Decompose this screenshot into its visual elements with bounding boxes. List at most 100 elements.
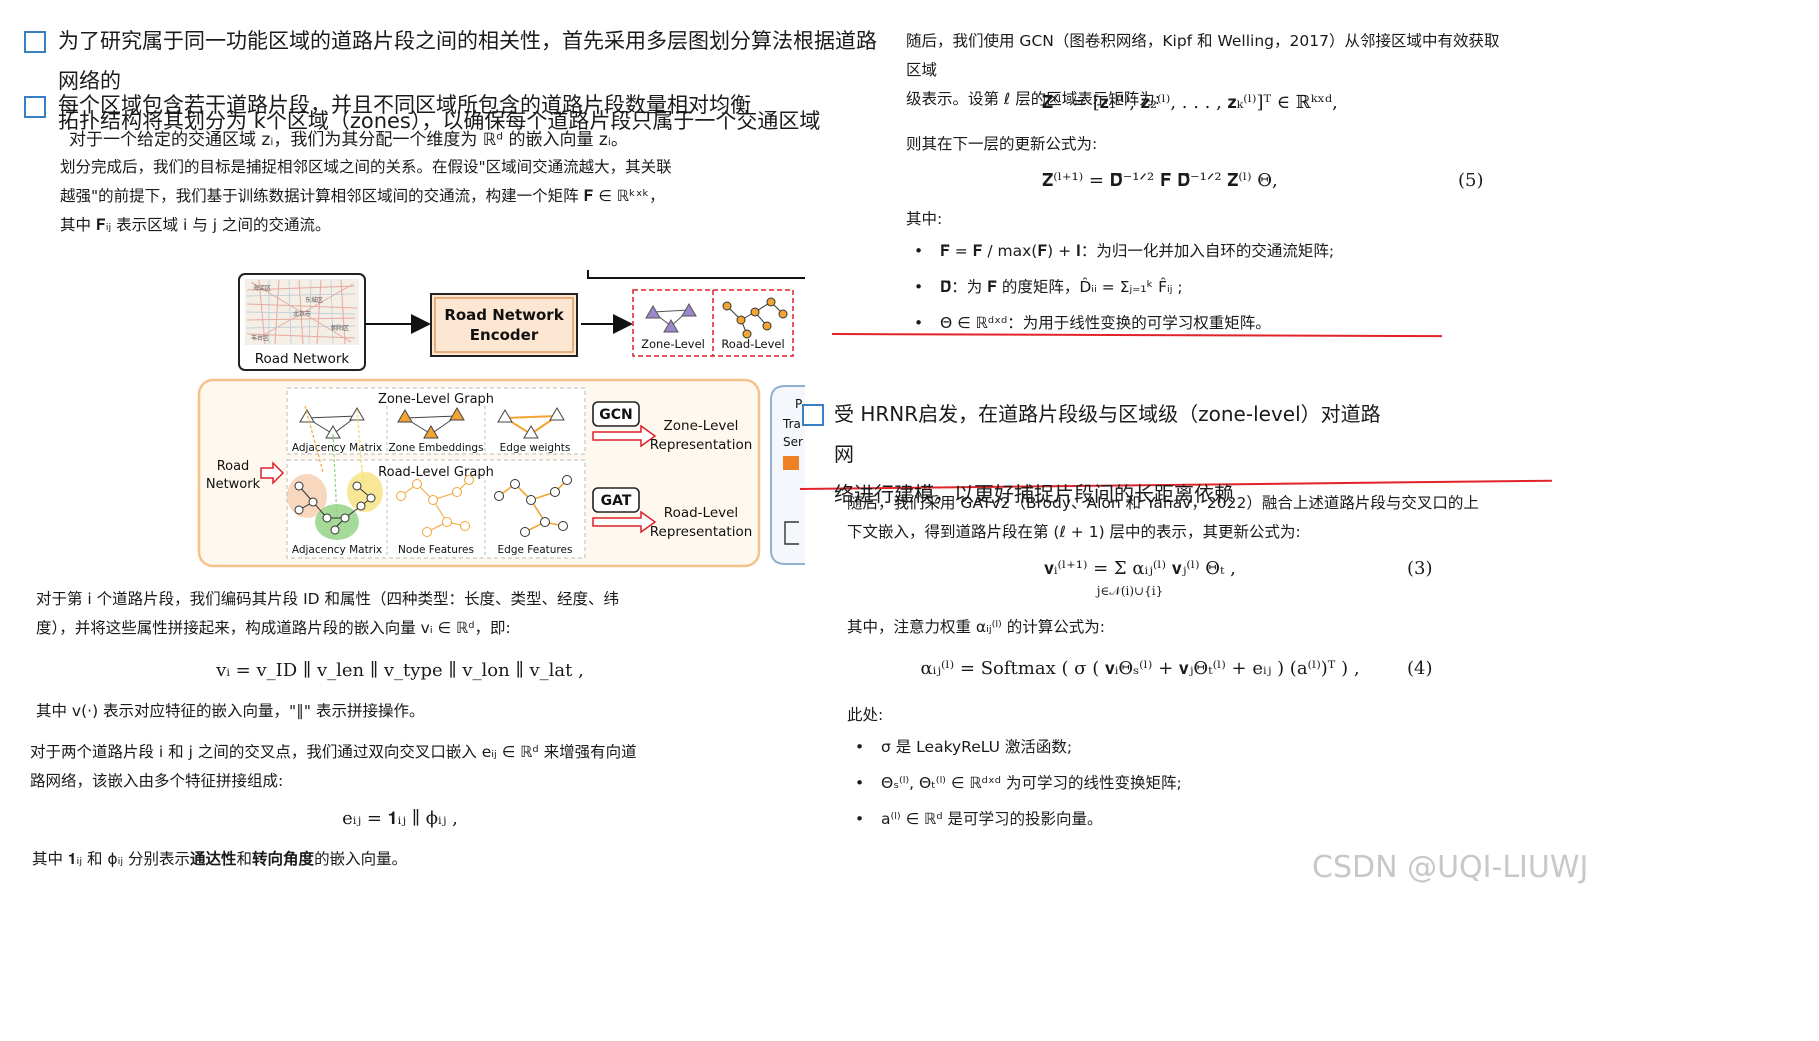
gcn-bullet-3: Θ ∈ ℝᵈˣᵈ：为用于线性变换的可学习权重矩阵。 (906, 305, 1526, 341)
clipped-next-panel: P Tra Ser (770, 385, 805, 565)
gcn-bullet-1: 𝐅̂ = 𝐅 / max(𝐅) + 𝐈：为归一化并加入自环的交通流矩阵; (906, 233, 1526, 269)
map-label-haidian: 海淀区 (253, 284, 271, 292)
zone-level-triangles-icon (645, 303, 697, 333)
zone-graph-box (286, 387, 586, 455)
road-sub-node-features: Node Features (398, 544, 474, 556)
where-label: 其中: (906, 210, 943, 228)
gat-label: GAT (601, 493, 632, 509)
road-network-map: 海淀区 东城区 北京市 丰台区 朝阳区 Road Network (238, 273, 366, 371)
gat-bullet-3: a⁽ˡ⁾ ∈ ℝᵈ 是可学习的投影向量。 (847, 801, 1507, 837)
gat-arrow-icon (592, 510, 657, 534)
equation-3-number: (3) (1407, 558, 1433, 579)
intersection-line-2: 路网络，该嵌入由多个特征拼接组成: (30, 772, 284, 790)
gat-intro-line-1: 随后，我们采用 GATv2（Brody、Alon 和 Yahav，2022）融合… (847, 494, 1479, 512)
clipped-text-1: P (795, 397, 802, 411)
encoder-title-line-1: Road Network (444, 306, 564, 324)
gat-bullets: σ 是 LeakyReLU 激活函数; Θₛ⁽ˡ⁾, Θₜ⁽ˡ⁾ ∈ ℝᵈˣᵈ … (847, 729, 1507, 837)
checkbox-item-1: 为了研究属于同一功能区域的道路片段之间的相关性，首先采用多层图划分算法根据道路网… (58, 21, 878, 141)
segment-line-2: 度），并将这些属性拼接起来，构成道路片段的嵌入向量 vᵢ ∈ ℝᵈ，即: (36, 619, 511, 637)
checkbox-3[interactable] (802, 404, 824, 426)
equation-update: 𝐙⁽ˡ⁺¹⁾ = 𝐃̂⁻¹ᐟ² 𝐅̂ 𝐃̂⁻¹ᐟ² 𝐙⁽ˡ⁾ Θ, (1042, 170, 1278, 191)
road-node-features-graph-icon (396, 475, 474, 537)
gat-bullet-2: Θₛ⁽ˡ⁾, Θₜ⁽ˡ⁾ ∈ ℝᵈˣᵈ 为可学习的线性变换矩阵; (847, 765, 1507, 801)
gcn-intro-line-2: 级表示。设第 ℓ 层的区域表示矩阵为: (906, 90, 1160, 108)
partition-paragraph: 划分完成后，我们的目标是捕捉相邻区域之间的关系。在假设"区域间交通流越大，其关联… (60, 153, 820, 240)
equation-4: αᵢⱼ⁽ˡ⁾ = Softmax ( σ ( 𝐯ᵢΘₛ⁽ˡ⁾ + 𝐯ⱼΘₜ⁽ˡ⁾… (920, 658, 1360, 679)
here-label: 此处: (847, 706, 884, 724)
gcn-bullets: 𝐅̂ = 𝐅 / max(𝐅) + 𝐈：为归一化并加入自环的交通流矩阵; 𝐃̂：… (906, 233, 1526, 341)
zone-sub-adjacency: Adjacency Matrix (292, 442, 382, 454)
equation-3-subscript: j∈𝒩(i)∪{i} (1096, 584, 1164, 598)
segment-paragraph: 对于第 i 个道路片段，我们编码其片段 ID 和属性（四种类型：长度、类型、经度… (36, 585, 806, 643)
last-note-bold-turn-angle: 转向角度 (252, 850, 315, 868)
zone-rep-line-2: Representation (650, 437, 753, 453)
clipped-text-2: Tra (782, 417, 801, 431)
zone-embed-sentence: 对于一个给定的交通区域 zᵢ，我们为其分配一个维度为 ℝᵈ 的嵌入向量 zᵢ。 (69, 130, 628, 150)
zone-graph-title: Zone-Level Graph (378, 392, 494, 407)
csdn-watermark: CSDN @UQI-LIUWJ (1312, 850, 1589, 885)
concat-note: 其中 v(·) 表示对应特征的嵌入向量，"∥" 表示拼接操作。 (36, 702, 425, 720)
checkbox-2[interactable] (24, 96, 46, 118)
map-label-fengtai: 丰台区 (251, 334, 269, 342)
last-note-mid: 和 (236, 850, 253, 868)
checkbox-item-2: 每个区域包含若干道路片段，并且不同区域所包含的道路片段数量相对均衡 (58, 85, 878, 125)
segment-line-1: 对于第 i 个道路片段，我们编码其片段 ID 和属性（四种类型：长度、类型、经度… (36, 590, 620, 608)
encoder-output-box: Zone-Level Road-Level (632, 289, 794, 357)
partition-line-1: 划分完成后，我们的目标是捕捉相邻区域之间的关系。在假设"区域间交通流越大，其关联 (60, 158, 672, 176)
output-zone-level-label: Zone-Level (641, 337, 705, 351)
hrnr-note: 受 HRNR启发，在道路片段级与区域级（zone-level）对道路网 络进行建… (834, 394, 1394, 514)
gcn-badge (592, 401, 640, 427)
zone-sub-embeddings: Zone Embeddings (388, 442, 483, 454)
equation-5-number: (5) (1458, 170, 1484, 191)
map-label-chaoyang: 朝阳区 (331, 324, 349, 332)
attention-intro: 其中，注意力权重 αᵢⱼ⁽ˡ⁾ 的计算公式为: (847, 618, 1105, 636)
clipped-text-3: Ser (783, 435, 803, 449)
zone-rep-line-1: Zone-Level (664, 418, 739, 434)
hrnr-note-line-1: 受 HRNR启发，在道路片段级与区域级（zone-level）对道路网 (834, 402, 1381, 466)
update-intro: 则其在下一层的更新公式为: (906, 135, 1098, 153)
road-network-encoder-figure: 海淀区 东城区 北京市 丰台区 朝阳区 Road Network Road Ne… (197, 270, 805, 568)
gat-intro-line-2: 下文嵌入，得到道路片段在第 (ℓ + 1) 层中的表示，其更新公式为: (847, 523, 1301, 541)
last-note-bold-accessibility: 通达性 (190, 850, 237, 868)
zone-sub-edge-weights: Edge weights (500, 442, 571, 454)
road-edge-features-graph-icon (494, 475, 572, 537)
equation-3: 𝐯ᵢ⁽ˡ⁺¹⁾ = Σ αᵢⱼ⁽ˡ⁾ 𝐯ⱼ⁽ˡ⁾ Θₜ , (1044, 558, 1236, 579)
gcn-bullet-2: 𝐃̂：为 𝐅̂ 的度矩阵，D̂ᵢᵢ = Σⱼ₌₁ᵏ F̂ᵢⱼ ; (906, 269, 1526, 305)
input-network-label: Network (206, 477, 261, 492)
gcn-label: GCN (599, 407, 632, 423)
equation-4-number: (4) (1407, 658, 1433, 679)
road-sub-edge-features: Edge Features (498, 544, 573, 556)
top-connector-line (587, 270, 805, 279)
road-adjacency-graph-icon (287, 405, 383, 540)
partition-line-2: 越强"的前提下，我们基于训练数据计算相邻区域间的交通流，构建一个矩阵 𝐅 ∈ ℝ… (60, 187, 665, 205)
road-rep-line-1: Road-Level (664, 505, 738, 521)
equation-v: vᵢ = v_ID ∥ v_len ∥ v_type ∥ v_lon ∥ v_l… (216, 660, 584, 681)
gat-badge (592, 487, 640, 513)
road-sub-adjacency: Adjacency Matrix (292, 544, 382, 556)
partition-line-3: 其中 𝐅ᵢⱼ 表示区域 i 与 j 之间的交通流。 (60, 216, 331, 234)
map-label-dongcheng: 东城区 (305, 296, 323, 304)
gcn-intro: 随后，我们使用 GCN（图卷积网络，Kipf 和 Welling，2017）从邻… (906, 27, 1506, 114)
encoder-title-line-2: Encoder (470, 326, 539, 344)
output-road-level-label: Road-Level (721, 337, 784, 351)
intersection-line-1: 对于两个道路片段 i 和 j 之间的交叉点，我们通过双向交叉口嵌入 eᵢⱼ ∈ … (30, 743, 637, 761)
gcn-arrow-icon (592, 424, 657, 448)
hrnr-note-line-2: 络进行建模，以更好捕捉片段间的长距离依赖 (834, 482, 1234, 506)
encoder-box: Road Network Encoder (430, 293, 578, 357)
input-road-label: Road (217, 459, 250, 474)
zone-edge-weights-triangles-icon (497, 407, 565, 439)
gat-intro: 随后，我们采用 GATv2（Brody、Alon 和 Yahav，2022）融合… (847, 489, 1507, 547)
checkbox-item-1-line-2: 拓扑结构将其划分为 k个区域（zones），以确保每个道路片段只属于一个交通区域 (58, 109, 821, 133)
last-note: 其中 𝟏ᵢⱼ 和 ϕᵢⱼ 分别表示通达性和转向角度的嵌入向量。 (32, 845, 802, 874)
road-network-label: Road Network (255, 351, 350, 367)
road-graph-title: Road-Level Graph (378, 465, 494, 480)
equation-e: eᵢⱼ = 𝟏ᵢⱼ ∥ ϕᵢⱼ , (342, 808, 458, 829)
equation-z: 𝐙⁽ˡ⁾ = [𝐳₁⁽ˡ⁾, 𝐳₂⁽ˡ⁾, . . . , 𝐳ₖ⁽ˡ⁾]ᵀ ∈ … (1042, 92, 1338, 113)
zone-embeddings-triangles-icon (397, 407, 465, 439)
checkbox-item-2-line-1: 每个区域包含若干道路片段，并且不同区域所包含的道路片段数量相对均衡 (58, 93, 751, 117)
checkbox-1[interactable] (24, 31, 46, 53)
gat-bullet-1: σ 是 LeakyReLU 激活函数; (847, 729, 1507, 765)
map-label-beijing: 北京市 (293, 310, 311, 318)
intersection-paragraph: 对于两个道路片段 i 和 j 之间的交叉点，我们通过双向交叉口嵌入 eᵢⱼ ∈ … (30, 738, 800, 796)
last-note-post: 的嵌入向量。 (314, 850, 408, 868)
